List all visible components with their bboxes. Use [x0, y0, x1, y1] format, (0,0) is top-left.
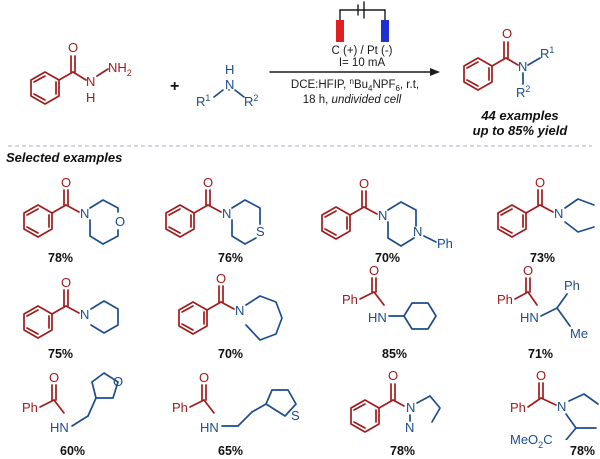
hn-label: HN — [200, 420, 219, 435]
product-n-label: N — [518, 59, 527, 74]
amine-n-label: N — [225, 77, 234, 92]
plus-sign: + — [170, 78, 179, 95]
amine-structure: H N R1 R2 — [196, 62, 258, 109]
atom-S-label: S — [291, 408, 300, 423]
yield-label: 73% — [530, 251, 555, 265]
example-proline-ester: Ph O N MeO2C 78% — [510, 368, 600, 459]
benzohydrazide-structure: O N NH2 H — [30, 40, 132, 105]
atom-O-label: O — [536, 368, 546, 383]
solvent-salt-label: DCE:HFIP, nBu4NPF6, r.t, — [291, 77, 419, 93]
phenyl-label: Ph — [510, 400, 526, 415]
atom-O-label: O — [523, 263, 533, 278]
amine-h-label: H — [225, 62, 234, 77]
max-yield: up to 85% yield — [473, 123, 569, 138]
atom-O-label: O — [199, 370, 209, 385]
hn-label: HN — [368, 310, 387, 325]
atom-S-label: S — [256, 224, 265, 239]
yield-label: 85% — [382, 347, 407, 361]
yield-label: 76% — [218, 251, 243, 265]
yield-label: 75% — [48, 347, 73, 361]
current-label: I= 10 mA — [339, 57, 386, 69]
example-cyclohexylamine: Ph O HN 85% — [342, 263, 437, 361]
atom-N-label: N — [378, 208, 387, 223]
phenyl-label: Ph — [22, 400, 38, 415]
example-morpholine: O N O 78% — [23, 175, 125, 265]
example-azepane: O N 70% — [178, 271, 283, 361]
yield-label: 70% — [218, 347, 243, 361]
atom-N-label: N — [80, 206, 89, 221]
example-pyrrolidine: O N 73% — [497, 175, 595, 265]
atom-N-label: N — [222, 206, 231, 221]
anode-electrode — [336, 20, 344, 42]
atom-O-label: O — [388, 368, 398, 383]
atom-N-label: N — [405, 420, 414, 435]
phenyl-label: Ph — [172, 400, 188, 415]
yield-label: 78% — [570, 444, 595, 458]
example-pyrazole: O N N 78% — [350, 368, 441, 458]
example-thiomorpholine: O N S 76% — [165, 175, 265, 265]
time-cell-label: 18 h, undivided cell — [303, 94, 402, 106]
nh2-label: NH2 — [108, 60, 132, 78]
atom-N-label: N — [413, 224, 422, 239]
atom-O-label: O — [61, 175, 71, 190]
atom-O-label: O — [113, 374, 123, 389]
electrode-label: C (+) / Pt (-) — [331, 45, 392, 57]
carbonyl-oxygen-label: O — [68, 40, 78, 55]
amine-r2-label: R2 — [244, 93, 258, 109]
hydrazide-n-label: N — [86, 74, 95, 89]
atom-N-label: N — [235, 303, 244, 318]
arrow-head — [430, 68, 440, 76]
hydrazide-h-label: H — [86, 90, 95, 105]
yield-label: 78% — [48, 251, 73, 265]
phenyl-label: Ph — [497, 292, 513, 307]
atom-O-label: O — [369, 263, 379, 278]
atom-O-label: O — [203, 175, 213, 190]
atom-O-label: O — [535, 175, 545, 190]
atom-N-label: N — [554, 206, 563, 221]
product-oxygen-label: O — [502, 26, 512, 41]
electrochemical-cell-icon — [336, 1, 389, 42]
section-title: Selected examples — [6, 150, 122, 165]
amine-r1-label: R1 — [196, 93, 210, 109]
atom-O-label: O — [61, 275, 71, 290]
product-r2-label: R2 — [516, 84, 530, 100]
product-r1-label: R1 — [540, 45, 554, 61]
methyl-label: Me — [570, 326, 588, 341]
yield-label: 71% — [528, 347, 553, 361]
example-phenylethylamine: Ph O HN Ph Me 71% — [497, 263, 588, 361]
example-thienylethylamine: Ph O HN S 65% — [172, 370, 300, 458]
yield-label: 70% — [375, 251, 400, 265]
atom-O-label: O — [115, 214, 125, 229]
examples-count: 44 examples — [480, 108, 558, 123]
atom-O-label: O — [359, 176, 369, 191]
atom-N-label: N — [557, 399, 566, 414]
hn-label: HN — [50, 420, 69, 435]
amide-product-structure: O N R1 R2 — [463, 26, 554, 100]
phenyl-label: Ph — [437, 236, 453, 251]
ester-label: MeO2C — [510, 432, 553, 450]
atom-N-label: N — [406, 400, 415, 415]
yield-label: 78% — [390, 444, 415, 458]
yield-label: 60% — [60, 444, 85, 458]
example-furylmethylamine: Ph O HN O 60% — [22, 370, 123, 458]
phenyl-label: Ph — [342, 292, 358, 307]
atom-O-label: O — [216, 271, 226, 286]
atom-O-label: O — [49, 370, 59, 385]
example-piperidine: O N 75% — [23, 275, 119, 361]
phenyl-label: Ph — [564, 278, 580, 293]
cathode-electrode — [381, 20, 389, 42]
hn-label: HN — [520, 310, 539, 325]
example-phenylpiperazine: O N N Ph 70% — [321, 176, 453, 265]
yield-label: 65% — [218, 444, 243, 458]
atom-N-label: N — [80, 307, 89, 322]
